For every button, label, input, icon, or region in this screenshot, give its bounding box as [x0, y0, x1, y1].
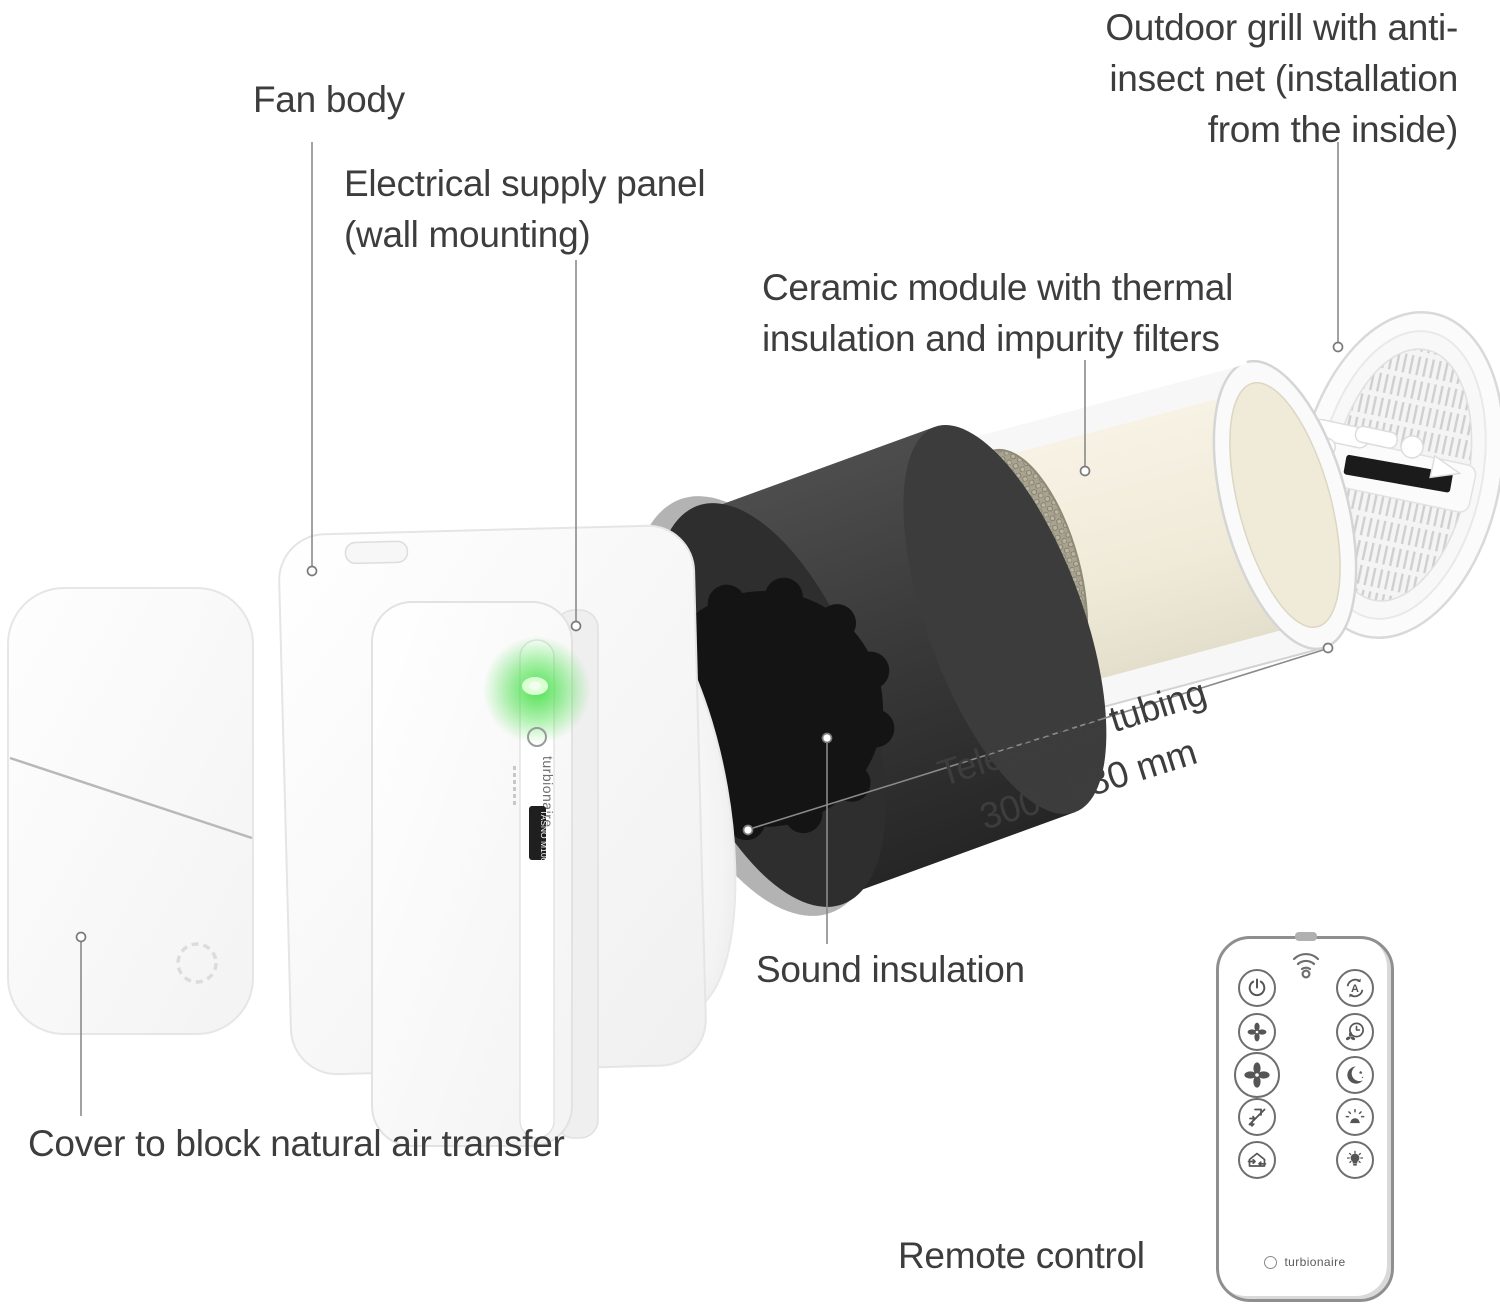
- label-cover: Cover to block natural air transfer: [28, 1123, 565, 1164]
- grill-slot: [1343, 454, 1453, 493]
- power-icon: [1248, 978, 1266, 997]
- air-transfer-cover: [7, 587, 254, 1035]
- label-electrical-panel: Electrical supply panel (wall mounting): [344, 163, 706, 256]
- light-icon: [1346, 1150, 1364, 1166]
- wifi-icon: [1292, 952, 1320, 979]
- remote-notch: [1295, 932, 1317, 941]
- remote-button-timer: [1336, 1013, 1374, 1051]
- label-ceramic-module: Ceramic module with thermal insulation a…: [762, 267, 1234, 360]
- remote-button-night: [1336, 1056, 1374, 1094]
- label-remote-control: Remote control: [898, 1235, 1145, 1276]
- remote-control: A: [1216, 932, 1394, 1302]
- fan-speed-low-icon: [1247, 1022, 1267, 1042]
- model-badge-text: TASNO M100: [539, 810, 549, 863]
- auto-mode-icon: A: [1346, 978, 1364, 998]
- remote-button-fan-high: [1234, 1052, 1280, 1098]
- remote-button-air-exchange: [1238, 1141, 1276, 1179]
- night-mode-icon: [1347, 1066, 1364, 1084]
- ventilation-off-icon: [1248, 1108, 1266, 1128]
- remote-brand: turbionaire: [1219, 1255, 1391, 1269]
- fan-speed-high-icon: [1244, 1062, 1270, 1088]
- plate-slot: [344, 540, 409, 565]
- remote-button-ventilation-off: [1238, 1098, 1276, 1136]
- remote-logo-text: turbionaire: [1284, 1255, 1346, 1269]
- electrical-supply-unit: turbionaire TASNO M100: [371, 601, 609, 1147]
- leader-lines: [75, 142, 1344, 1116]
- label-fan-body: Fan body: [253, 79, 405, 120]
- timer-icon: [1345, 1022, 1364, 1041]
- remote-logo-ring: [1264, 1255, 1278, 1269]
- label-outdoor-grill: Outdoor grill with anti-insect net (inst…: [1105, 7, 1458, 151]
- cover-swirl-logo: [176, 942, 218, 984]
- remote-button-alarm: [1336, 1098, 1374, 1136]
- remote-button-light: [1336, 1141, 1374, 1179]
- svg-text:A: A: [1351, 983, 1359, 995]
- label-sound-insulation: Sound insulation: [756, 949, 1025, 990]
- alarm-icon: [1345, 1108, 1365, 1124]
- air-exchange-icon: [1247, 1152, 1267, 1167]
- device-logo-ring: [527, 727, 547, 747]
- remote-button-fan-low: [1238, 1013, 1276, 1051]
- remote-button-power: [1238, 969, 1276, 1007]
- led-strip-dots: [513, 766, 516, 805]
- model-badge: [529, 806, 546, 860]
- cover-seam: [9, 756, 253, 840]
- remote-button-auto: A: [1336, 969, 1374, 1007]
